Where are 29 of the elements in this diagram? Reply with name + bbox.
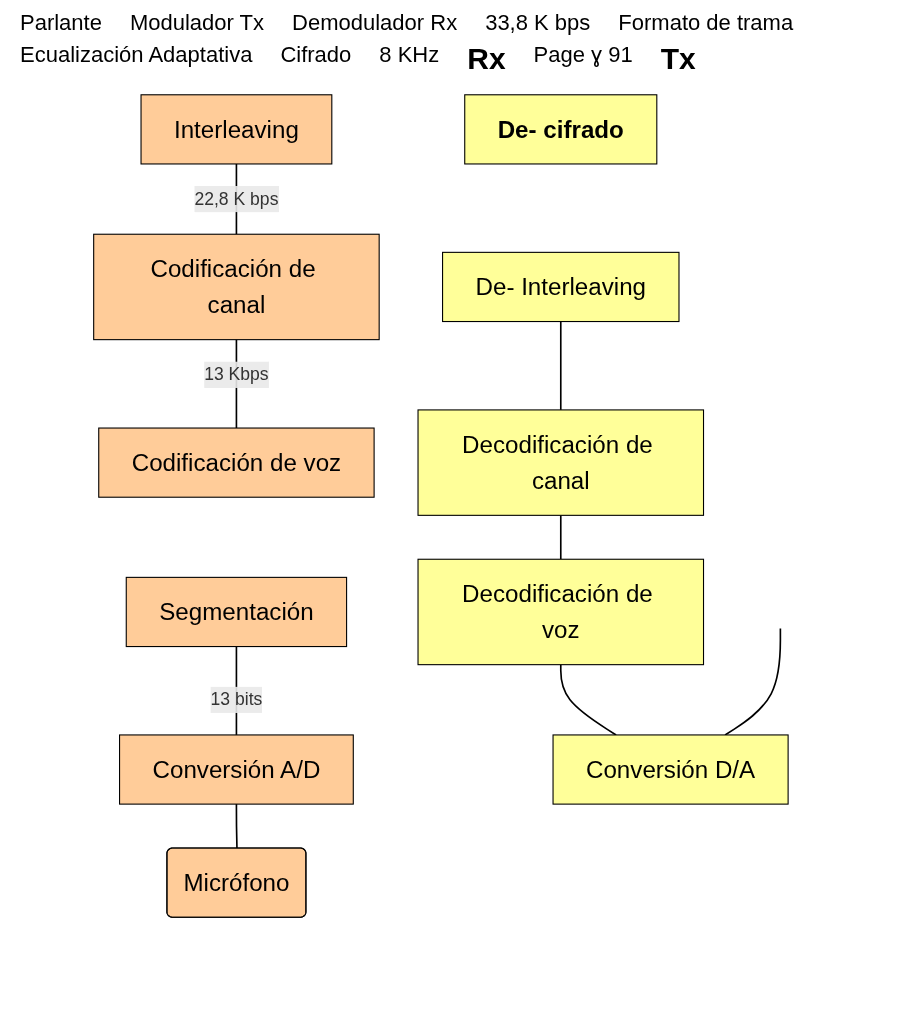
note-text: 33,8 K bps (485, 10, 591, 36)
note-text: Formato de trama (618, 10, 794, 36)
note-text: Page ɣ 91 (533, 42, 633, 69)
node-box: De- Interleaving (442, 251, 680, 323)
connector (724, 627, 782, 736)
node-box: Segmentación (125, 576, 348, 648)
edge-label: 13 bits (210, 689, 263, 709)
note-text: Modulador Tx (129, 10, 265, 36)
section-heading: Rx (467, 42, 506, 76)
node-box: Codificación de canal (93, 233, 380, 341)
node-box: Decodificación de canal (417, 409, 705, 516)
node-box: Codificación de voz (98, 427, 375, 498)
connector (559, 514, 562, 561)
note-text: Cifrado (280, 42, 352, 69)
node-box: Decodificación de voz (417, 558, 705, 666)
connector (559, 320, 562, 411)
connector (559, 663, 617, 736)
node-box: De- cifrado (464, 94, 658, 165)
node-box: Conversión D/A (552, 734, 789, 805)
edge-label: 22,8 K bps (194, 189, 279, 208)
connector (235, 803, 238, 850)
note-text: Demodulador Rx (292, 10, 458, 36)
section-heading: Tx (660, 42, 696, 76)
node-box: Conversión A/D (119, 734, 354, 805)
node-box: Interleaving (140, 94, 333, 165)
note-text: Parlante (20, 10, 102, 36)
note-text: Ecualización Adaptativa (20, 42, 253, 69)
edge-label: 13 Kbps (204, 364, 269, 384)
note-text: 8 KHz (379, 42, 440, 69)
